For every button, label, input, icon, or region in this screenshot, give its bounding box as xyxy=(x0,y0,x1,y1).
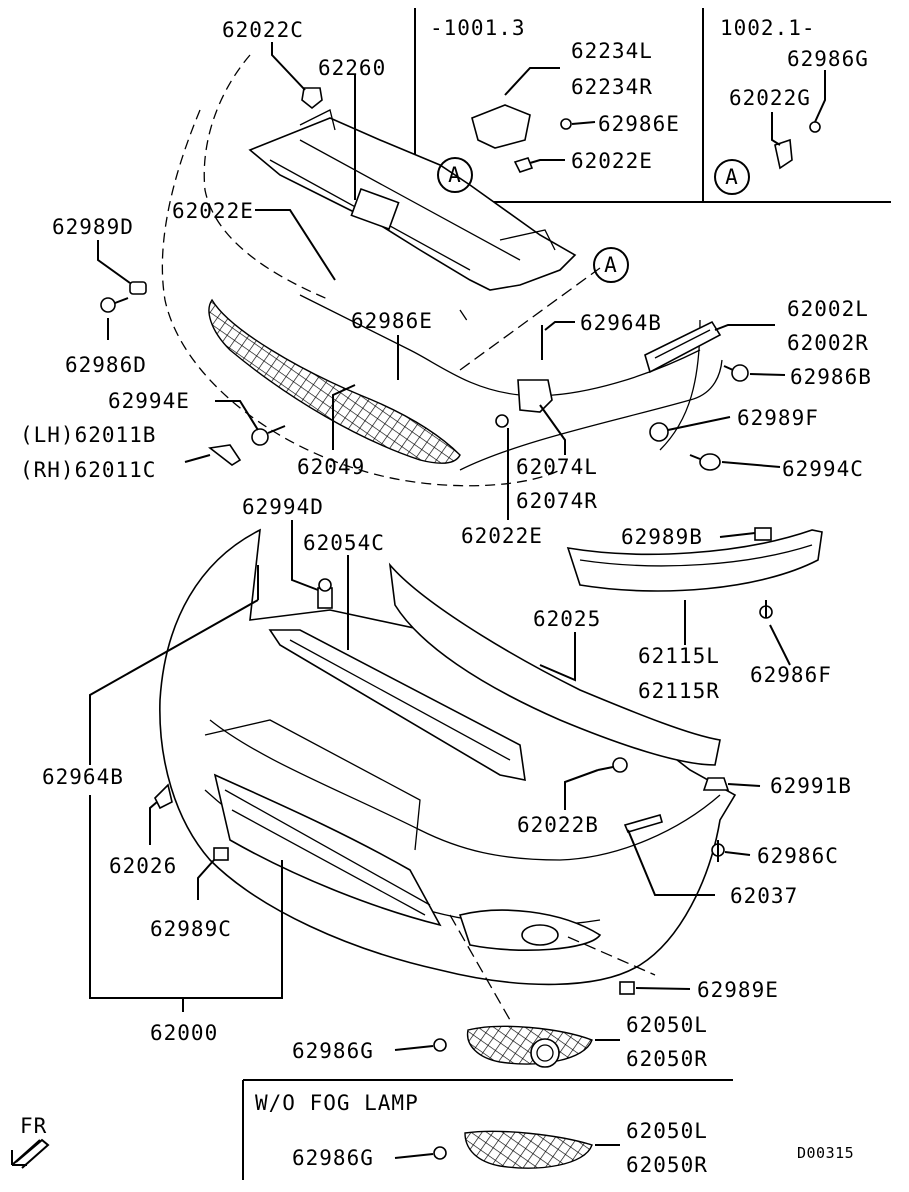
reference-markers: A A A xyxy=(437,157,750,283)
label-62234R: 62234R xyxy=(571,75,653,99)
label-62074L: 62074L xyxy=(516,455,598,479)
label-62986D: 62986D xyxy=(65,353,147,377)
label-62989D: 62989D xyxy=(52,215,134,239)
part-labels: -1001.3 1002.1- 62022C 62260 62234L 6223… xyxy=(20,16,872,1177)
label-62022B: 62022B xyxy=(517,813,599,837)
label-62054C: 62054C xyxy=(303,531,385,555)
direction-label: FR xyxy=(20,1114,47,1138)
label-62994D: 62994D xyxy=(242,495,324,519)
label-62037: 62037 xyxy=(730,884,798,908)
label-62986E-inset: 62986E xyxy=(598,112,680,136)
label-62989B: 62989B xyxy=(621,525,703,549)
label-62115L: 62115L xyxy=(638,644,720,668)
part-62054C-reinforcement xyxy=(268,629,526,782)
fasteners xyxy=(100,87,821,1160)
label-62050L-b: 62050L xyxy=(626,1119,708,1143)
label-62986C: 62986C xyxy=(757,844,839,868)
label-62115R: 62115R xyxy=(638,679,720,703)
label-62022E-b: 62022E xyxy=(461,524,543,548)
part-62000-bumper-face xyxy=(159,528,737,986)
part-62260-upper-cover xyxy=(248,109,577,291)
label-62989E: 62989E xyxy=(697,978,779,1002)
label-62991B: 62991B xyxy=(770,774,852,798)
label-62011B: (LH)62011B xyxy=(20,423,156,447)
label-62994E: 62994E xyxy=(108,389,190,413)
label-62234L: 62234L xyxy=(571,39,653,63)
label-62050L: 62050L xyxy=(626,1013,708,1037)
leader-lines xyxy=(89,42,826,1159)
ref-marker-a-1: A xyxy=(448,163,462,187)
front-direction-arrow: FR xyxy=(11,1114,50,1169)
label-62022G: 62022G xyxy=(729,86,811,110)
label-62025: 62025 xyxy=(533,607,601,631)
label-62994C: 62994C xyxy=(782,457,864,481)
label-62964B-top: 62964B xyxy=(580,311,662,335)
inset-range-left: -1001.3 xyxy=(430,16,526,40)
label-62260: 62260 xyxy=(318,56,386,80)
part-62050-cover-wo-fog xyxy=(464,1130,593,1169)
label-62989C: 62989C xyxy=(150,917,232,941)
label-62986F: 62986F xyxy=(750,663,832,687)
label-62986G: 62986G xyxy=(292,1039,374,1063)
part-62074-bracket xyxy=(517,379,553,413)
label-62964B: 62964B xyxy=(42,765,124,789)
inset-range-right: 1002.1- xyxy=(720,16,816,40)
label-62011C: (RH)62011C xyxy=(20,458,156,482)
label-62986G-b: 62986G xyxy=(292,1146,374,1170)
ref-marker-a-3: A xyxy=(604,253,618,277)
label-62000: 62000 xyxy=(150,1021,218,1045)
label-62050R-b: 62050R xyxy=(626,1153,708,1177)
label-62986E: 62986E xyxy=(351,309,433,333)
part-62002-bracket xyxy=(644,320,722,374)
label-62989F: 62989F xyxy=(737,406,819,430)
part-62049-grille xyxy=(208,298,461,464)
label-62002R: 62002R xyxy=(787,331,869,355)
label-62050R: 62050R xyxy=(626,1047,708,1071)
part-62115-spoiler xyxy=(566,529,823,592)
label-62049: 62049 xyxy=(297,455,365,479)
label-62022E-a: 62022E xyxy=(172,199,254,223)
label-62002L: 62002L xyxy=(787,297,869,321)
label-62022C: 62022C xyxy=(222,18,304,42)
label-62074R: 62074R xyxy=(516,489,598,513)
part-62050-fog-cover xyxy=(466,1025,593,1068)
label-62986G-inset: 62986G xyxy=(787,47,869,71)
section-label: W/O FOG LAMP xyxy=(255,1091,419,1115)
label-62026: 62026 xyxy=(109,854,177,878)
part-62025-absorber xyxy=(388,562,721,766)
drawing-code: D00315 xyxy=(797,1144,854,1162)
label-62986B: 62986B xyxy=(790,365,872,389)
label-62022E-inset: 62022E xyxy=(571,149,653,173)
ref-marker-a-2: A xyxy=(725,165,739,189)
